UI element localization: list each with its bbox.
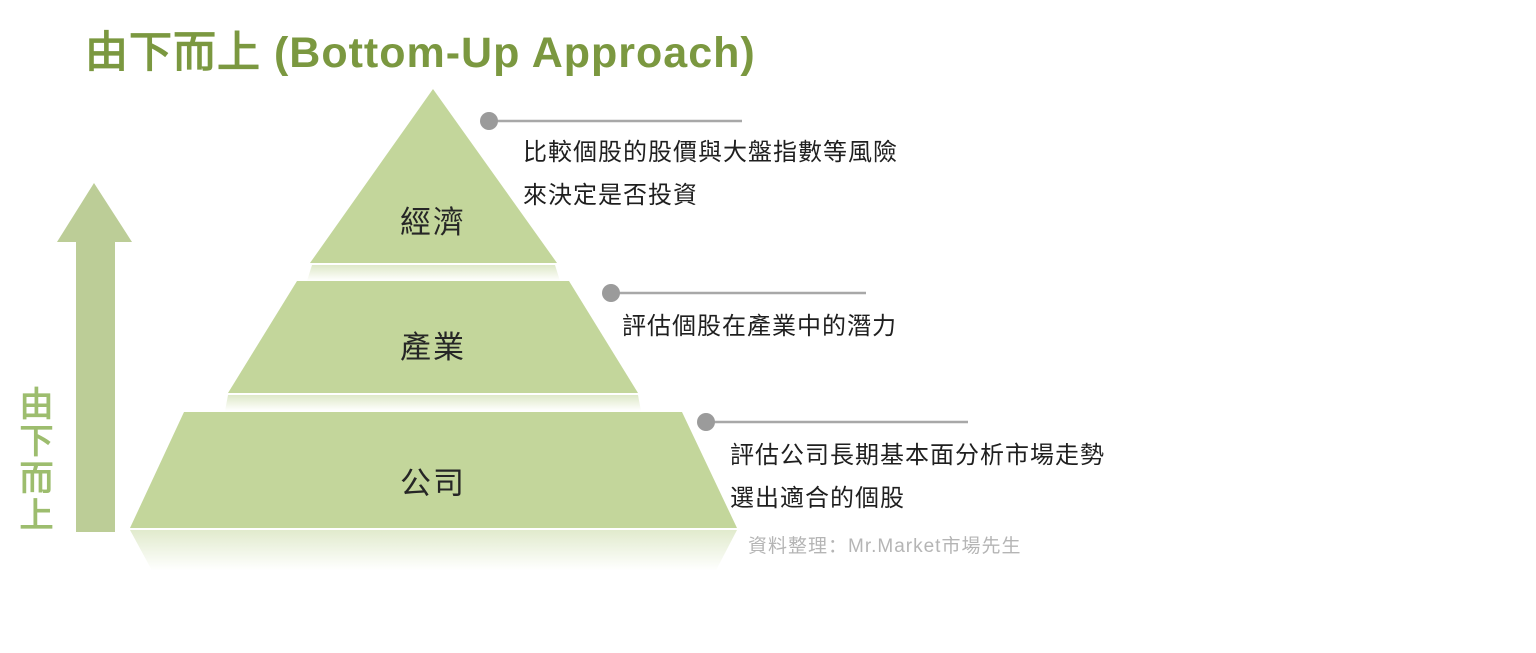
pyramid-level-industry bbox=[228, 281, 638, 393]
annotation-line: 選出適合的個股 bbox=[730, 485, 905, 512]
reflection-economy bbox=[307, 265, 560, 281]
annotation-line: 比較個股的股價與大盤指數等風險 bbox=[523, 139, 898, 166]
annotation-economy: 比較個股的股價與大盤指數等風險 來決定是否投資 bbox=[523, 131, 898, 217]
reflection-industry bbox=[225, 395, 641, 411]
reflection-company bbox=[130, 530, 737, 578]
arrow-shaft bbox=[76, 241, 115, 532]
pyramid-level-company bbox=[130, 412, 737, 528]
bottom-up-arrow bbox=[57, 183, 132, 532]
pyramid-label-industry: 產業 bbox=[400, 330, 466, 365]
page-title: 由下而上 (Bottom-Up Approach) bbox=[85, 29, 756, 77]
vertical-axis-label: 由下而上 bbox=[14, 386, 52, 534]
annotation-line: 來決定是否投資 bbox=[523, 182, 698, 209]
arrow-head bbox=[57, 183, 132, 242]
annotation-line: 評估公司長期基本面分析市場走勢 bbox=[730, 442, 1105, 469]
annotation-company: 評估公司長期基本面分析市場走勢 選出適合的個股 bbox=[730, 434, 1105, 520]
pyramid-label-economy: 經濟 bbox=[400, 205, 466, 240]
annotation-industry: 評估個股在產業中的潛力 bbox=[622, 305, 897, 348]
callout-connector-company bbox=[697, 413, 968, 431]
pyramid-level-economy bbox=[310, 89, 557, 263]
annotation-line: 評估個股在產業中的潛力 bbox=[622, 313, 897, 340]
callout-connector-industry bbox=[602, 284, 866, 302]
credit-text: 資料整理：Mr.Market市場先生 bbox=[748, 536, 1022, 557]
callout-connector-economy bbox=[480, 112, 742, 130]
callout-dot bbox=[602, 284, 620, 302]
callout-dot bbox=[697, 413, 715, 431]
pyramid-label-company: 公司 bbox=[400, 466, 466, 501]
callout-dot bbox=[480, 112, 498, 130]
